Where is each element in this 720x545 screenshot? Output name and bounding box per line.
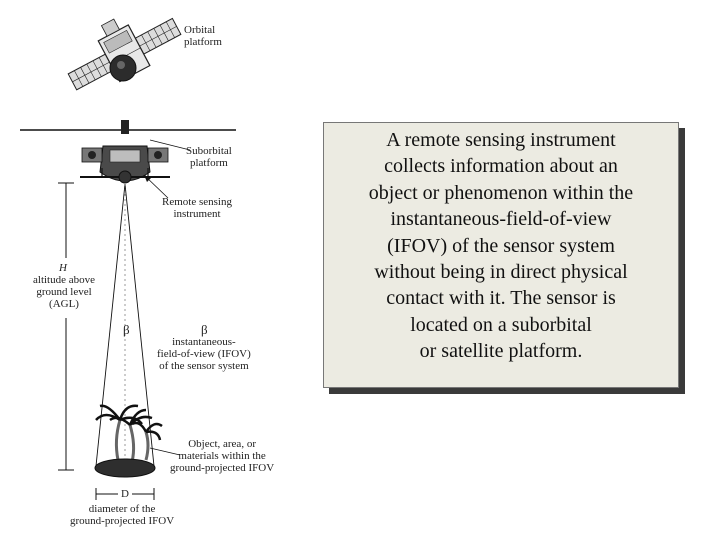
description-line: A remote sensing instrument: [386, 129, 616, 151]
palm-trees-icon: [95, 404, 163, 463]
ground-ifov-ellipse: [94, 458, 156, 478]
diameter-symbol: D: [121, 488, 129, 500]
beta-left-symbol: β: [123, 322, 130, 337]
description-line: collects information about an: [384, 155, 618, 178]
orbital-platform-label: Orbital platform: [184, 24, 222, 48]
remote-sensing-diagram: Orbital platform Suborbital platform Rem…: [0, 0, 320, 540]
diameter-label: diameter of the ground-projected IFOV: [70, 503, 175, 527]
object-pointer: [149, 447, 181, 456]
altitude-label: altitude above ground level (AGL): [33, 274, 96, 310]
suborbital-pointer: [149, 139, 191, 151]
description-line: contact with it. The sensor is: [386, 287, 616, 310]
diameter-dimension: [95, 488, 155, 500]
object-label: Object, area, or materials within the gr…: [170, 438, 275, 474]
altitude-dimension: [58, 182, 74, 471]
helicopter-icon: [20, 120, 236, 184]
altitude-symbol: H: [59, 262, 67, 274]
description-line: without being in direct physical: [374, 261, 628, 284]
description-line: (IFOV) of the sensor system: [387, 234, 615, 257]
ifov-label: instantaneous- field-of-view (IFOV) of t…: [157, 336, 251, 372]
description-line: or satellite platform.: [419, 340, 583, 363]
description-box: A remote sensing instrument collects inf…: [323, 122, 679, 388]
description-line: instantaneous-field-of-view: [390, 208, 612, 231]
beta-right-symbol: β: [201, 322, 208, 337]
suborbital-platform-label: Suborbital platform: [186, 145, 232, 169]
diagram-drawing: [20, 17, 236, 500]
instrument-label: Remote sensing instrument: [162, 196, 232, 220]
description-line: object or phenomenon within the: [368, 181, 634, 204]
satellite-icon: [67, 17, 182, 91]
description-line: located on a suborbital: [410, 313, 592, 336]
